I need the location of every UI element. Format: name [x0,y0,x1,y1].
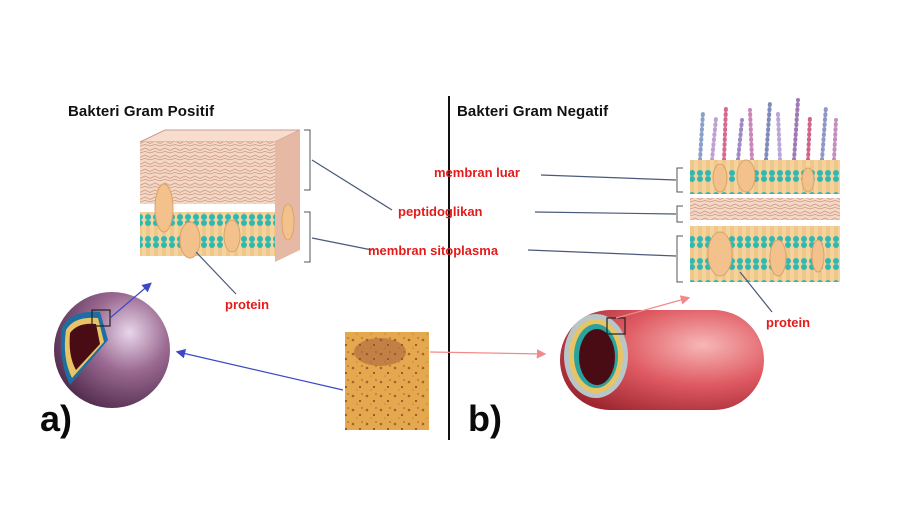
label-protein-left: protein [225,297,270,312]
bracket-outer-membrane [676,167,683,193]
protein-shape [179,221,201,259]
protein-shape [281,203,295,241]
bracket-membrane [304,211,311,263]
label-outer-membrane: membran luar [434,165,520,180]
arrow-cell-to-positive-block [109,282,152,319]
arrow-cell-to-negative-block [615,295,691,319]
label-cytoplasmic-membrane: membran sitoplasma [368,243,499,258]
title-gram-positive: Bakteri Gram Positif [68,103,215,120]
bracket-cytoplasmic [676,235,683,283]
protein-shape [712,163,728,193]
micrograph-stain [345,332,429,430]
protein-shape [736,159,756,193]
arrow-stain-to-gram-positive [175,348,344,391]
connector-lines [195,159,773,313]
protein-shape [801,167,815,193]
bracket-wall [304,129,311,191]
arrow-stain-to-gram-negative [429,349,547,359]
gram-negative-cell [560,310,764,410]
panel-label-b: b) [468,398,502,439]
protein-shape [154,183,174,233]
title-gram-negative: Bakteri Gram Negatif [457,103,609,120]
protein-shape [769,239,787,277]
label-protein-right: protein [766,315,811,330]
protein-shape [223,219,241,253]
label-peptidoglycan: peptidoglikan [398,204,483,219]
gram-negative-wall-block [690,98,840,282]
panel-label-a: a) [40,398,73,439]
lps-chains [698,98,838,162]
gram-positive-wall-block [139,129,301,262]
bracket-peptidoglycan [676,205,683,223]
gram-positive-cell [54,292,170,408]
protein-shape [707,231,733,277]
protein-shape [811,239,825,273]
